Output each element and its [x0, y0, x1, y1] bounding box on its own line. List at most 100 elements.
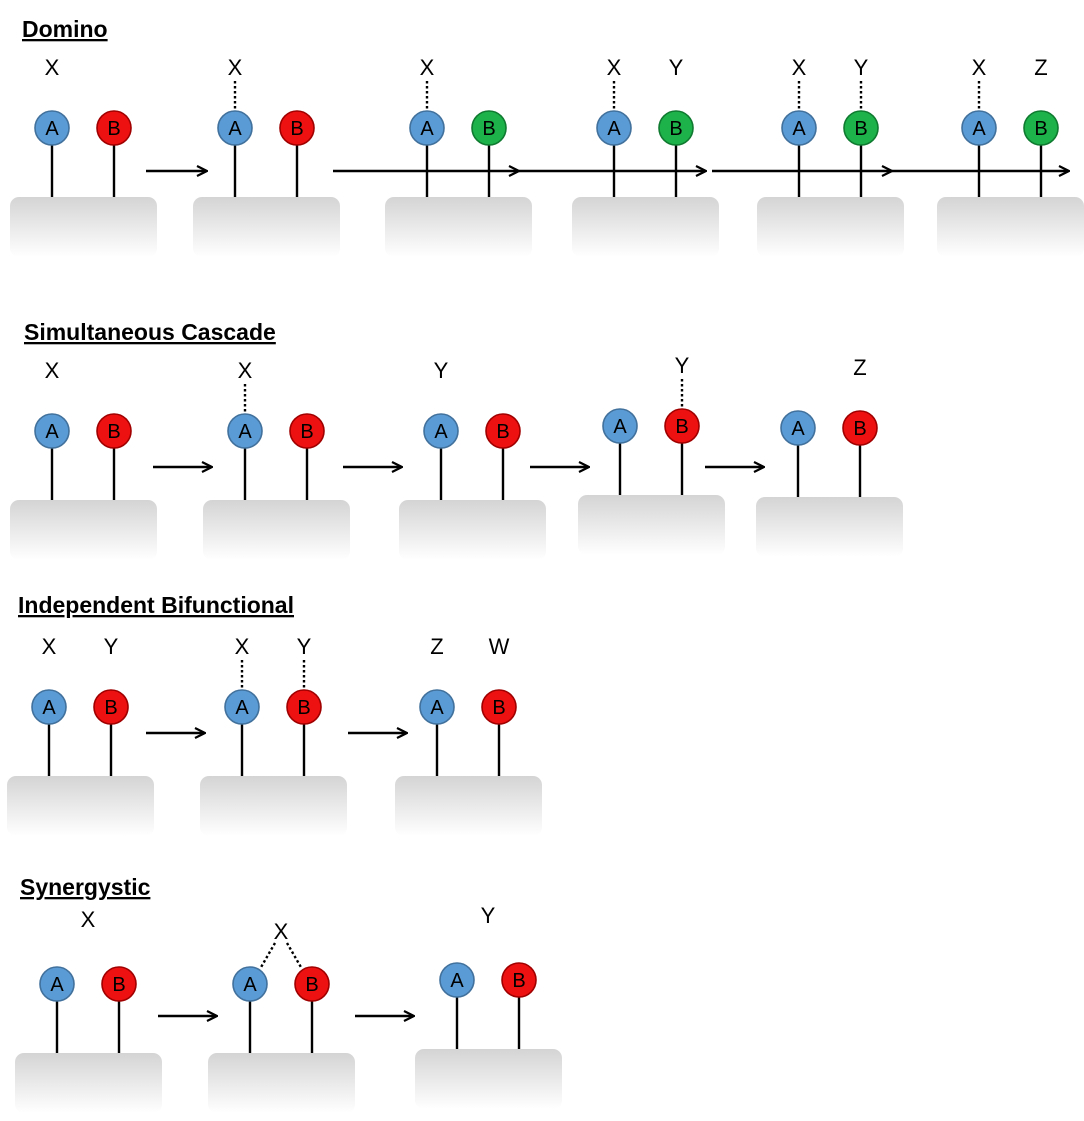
- node-a-circle: [39, 966, 75, 1002]
- node-a-circle: [961, 110, 997, 146]
- support-base: [385, 197, 532, 257]
- node-a-label: A: [434, 421, 448, 443]
- panel-3-2: A B X Y: [200, 634, 347, 836]
- node-b-circle: [1023, 110, 1059, 146]
- node-b-label: B: [290, 118, 303, 140]
- node-b-circle: [485, 413, 521, 449]
- substrate-label-a: X: [238, 358, 253, 383]
- panel-2-2: A B X: [203, 358, 350, 560]
- node-b-label: B: [853, 418, 866, 440]
- substrate-label: Y: [481, 903, 496, 928]
- node-a-label: A: [238, 421, 252, 443]
- node-a-label: A: [607, 118, 621, 140]
- node-a-circle: [227, 413, 263, 449]
- section-title-synergystic: Synergystic: [20, 874, 151, 900]
- node-a-circle: [34, 413, 70, 449]
- section-title-independent-bifunctional: Independent Bifunctional: [18, 592, 294, 618]
- substrate-label-a: X: [235, 634, 250, 659]
- node-b-circle: [471, 110, 507, 146]
- support-base: [7, 776, 154, 836]
- node-b-circle: [842, 410, 878, 446]
- node-b-label: B: [496, 421, 509, 443]
- panel-1-1: A B X: [10, 55, 157, 257]
- support-base: [15, 1053, 162, 1113]
- node-a-label: A: [243, 974, 257, 996]
- node-a-label: A: [972, 118, 986, 140]
- node-a-circle: [232, 966, 268, 1002]
- node-a-circle: [409, 110, 445, 146]
- node-a-label: A: [228, 118, 242, 140]
- substrate-label-a: X: [45, 55, 60, 80]
- node-b-circle: [279, 110, 315, 146]
- node-b-circle: [664, 408, 700, 444]
- section-title-simultaneous-cascade: Simultaneous Cascade: [24, 319, 276, 345]
- substrate-label-b: Z: [1034, 55, 1047, 80]
- substrate-label-b: Y: [297, 634, 312, 659]
- support-base: [757, 197, 904, 257]
- node-b-circle: [843, 110, 879, 146]
- support-base: [395, 776, 542, 836]
- node-a-circle: [780, 410, 816, 446]
- node-a-label: A: [420, 118, 434, 140]
- support-base: [578, 495, 725, 555]
- substrate-label-b: Z: [853, 355, 866, 380]
- node-b-circle: [96, 413, 132, 449]
- node-b-label: B: [297, 697, 310, 719]
- support-base: [193, 197, 340, 257]
- node-a-circle: [781, 110, 817, 146]
- node-a-circle: [224, 689, 260, 725]
- node-a-label: A: [45, 118, 59, 140]
- node-a-circle: [596, 110, 632, 146]
- node-b-circle: [658, 110, 694, 146]
- substrate-label: X: [274, 919, 289, 944]
- node-b-circle: [501, 962, 537, 998]
- node-b-label: B: [1034, 118, 1047, 140]
- substrate-label-b: Y: [104, 634, 119, 659]
- support-base: [208, 1053, 355, 1113]
- node-b-circle: [481, 689, 517, 725]
- node-b-circle: [294, 966, 330, 1002]
- node-a-label: A: [235, 697, 249, 719]
- node-b-circle: [289, 413, 325, 449]
- node-b-label: B: [669, 118, 682, 140]
- node-a-label: A: [450, 970, 464, 992]
- support-base: [10, 500, 157, 560]
- node-b-label: B: [107, 118, 120, 140]
- substrate-label-a: Z: [430, 634, 443, 659]
- substrate-label-b: Y: [669, 55, 684, 80]
- substrate-label-b: Y: [675, 353, 690, 378]
- substrate-label-a: X: [45, 358, 60, 383]
- support-base: [399, 500, 546, 560]
- node-b-label: B: [300, 421, 313, 443]
- support-base: [756, 497, 903, 557]
- panel-2-3: A B Y: [399, 358, 546, 560]
- substrate-label-b: Y: [854, 55, 869, 80]
- substrate-label-a: X: [42, 634, 57, 659]
- substrate-label: X: [81, 907, 96, 932]
- support-base: [203, 500, 350, 560]
- support-base: [200, 776, 347, 836]
- node-b-label: B: [107, 421, 120, 443]
- node-a-label: A: [42, 697, 56, 719]
- support-base: [572, 197, 719, 257]
- substrate-label-a: Y: [434, 358, 449, 383]
- support-base: [937, 197, 1084, 257]
- node-b-circle: [286, 689, 322, 725]
- substrate-label-a: X: [792, 55, 807, 80]
- substrate-label-a: X: [228, 55, 243, 80]
- substrate-label-a: X: [972, 55, 987, 80]
- bridge-bond-b: [285, 942, 304, 970]
- node-b-label: B: [104, 697, 117, 719]
- node-a-circle: [439, 962, 475, 998]
